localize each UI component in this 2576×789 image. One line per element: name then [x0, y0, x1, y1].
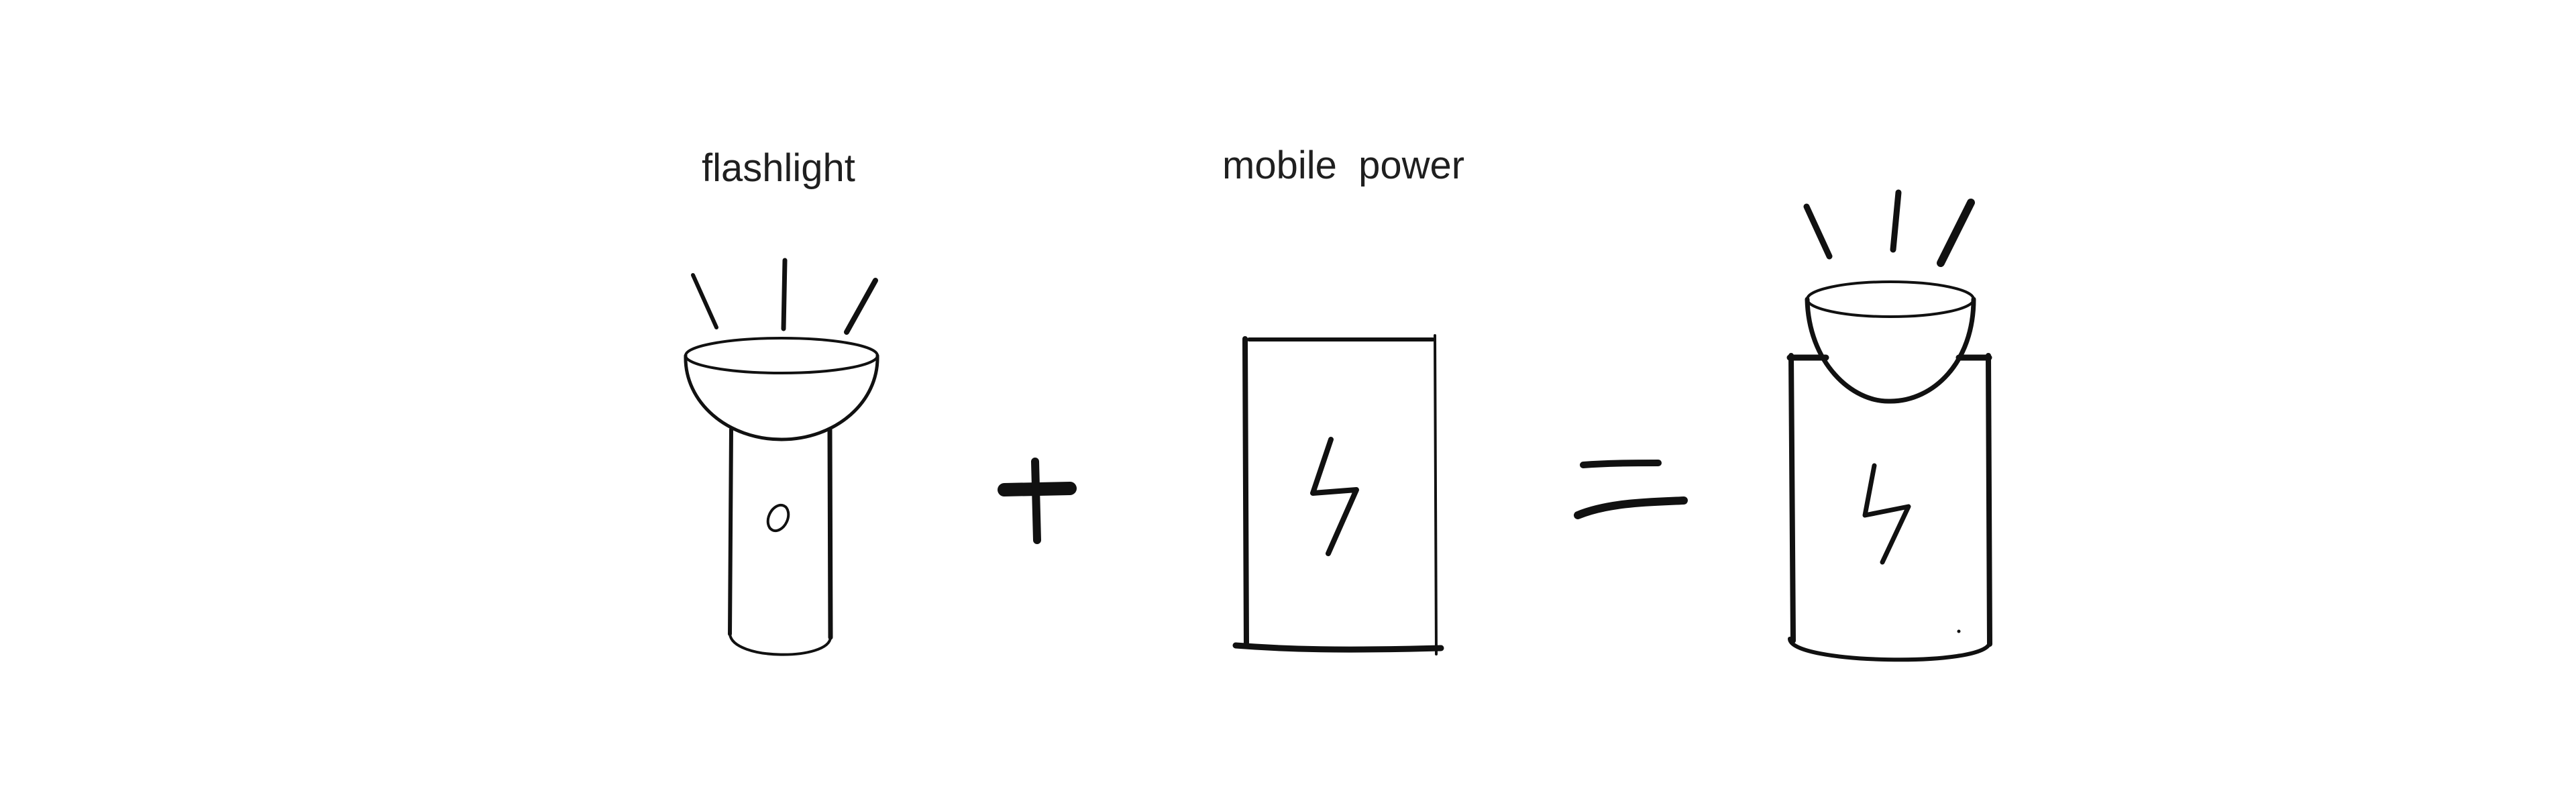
mobile-power-label: mobile power — [1222, 144, 1465, 187]
equals-bottom — [1574, 496, 1688, 519]
flashlight-ray-left — [691, 273, 718, 329]
combo-body-left — [1788, 353, 1796, 643]
flashlight-label: flashlight — [702, 146, 855, 190]
combo-bolt-icon — [1862, 463, 1911, 565]
power-bank-bolt-icon — [1310, 437, 1359, 556]
flashlight-power-bank-icon — [1786, 189, 1992, 662]
equals-top — [1580, 460, 1662, 468]
power-bank-left — [1242, 336, 1249, 649]
combo-lens-rim — [1806, 280, 1975, 318]
flashlight-icon — [684, 258, 879, 656]
equals-icon — [1574, 460, 1688, 519]
combo-body-right — [1986, 353, 1992, 647]
flashlight-lens-rim — [684, 337, 879, 374]
combo-ray-left — [1803, 203, 1833, 260]
flashlight-handle-bottom — [729, 633, 832, 656]
combo-head — [1805, 297, 1976, 404]
power-bank-right — [1434, 334, 1438, 655]
combo-ray-right — [1937, 199, 1975, 267]
flashlight-ray-right — [844, 278, 878, 335]
power-bank-icon — [1232, 334, 1444, 655]
plus-vertical — [1031, 458, 1041, 544]
power-bank-bottom — [1232, 642, 1444, 653]
flashlight-handle-left — [728, 427, 733, 636]
flashlight-ray-center — [781, 258, 788, 331]
flashlight-head — [684, 354, 879, 441]
plus-icon — [998, 458, 1077, 544]
combo-body-bottom — [1788, 637, 1992, 662]
combo-ray-center — [1890, 189, 1902, 253]
combo-stray-mark — [1957, 629, 1961, 633]
flashlight-button — [766, 503, 790, 533]
